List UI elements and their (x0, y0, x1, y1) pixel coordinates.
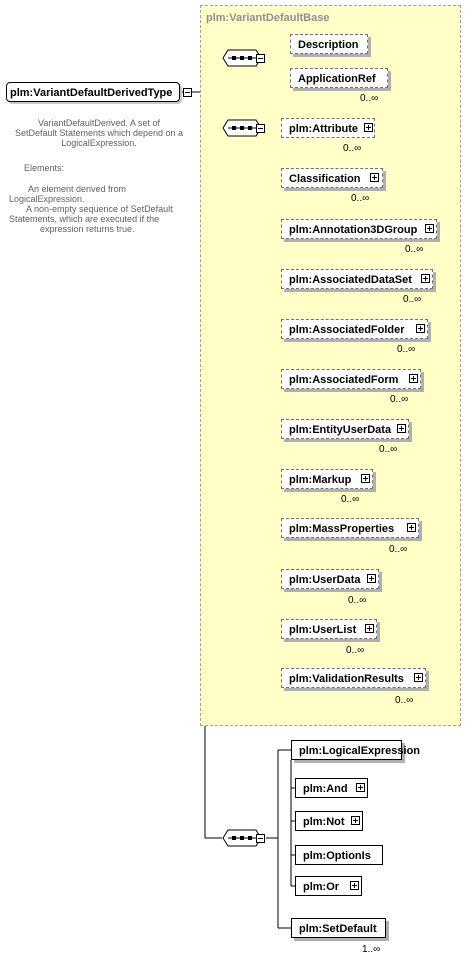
description-line: A non-empty sequence of SetDefault (26, 204, 173, 214)
cardinality: 0..∞ (360, 93, 379, 104)
description-text-1: VariantDefaultDerived. A set of SetDefau… (4, 118, 194, 148)
description-line: VariantDefaultDerived. A set of (38, 118, 160, 128)
cardinality: 0..∞ (348, 595, 367, 606)
expand-icon[interactable] (361, 474, 370, 483)
sequence-icon[interactable] (222, 119, 262, 137)
element-option-is[interactable]: plm:OptionIs (295, 845, 383, 865)
collapse-icon[interactable] (256, 124, 265, 133)
element-or[interactable]: plm:Or (295, 876, 362, 896)
description-line: LogicalExpression. (9, 194, 85, 204)
element-associated-dataset[interactable]: plm:AssociatedDataSet (281, 269, 433, 289)
sequence-icon[interactable] (222, 829, 262, 847)
element-not[interactable]: plm:Not (295, 811, 363, 831)
collapse-icon[interactable] (256, 834, 265, 843)
element-attribute[interactable]: plm:Attribute (281, 118, 375, 138)
expand-icon[interactable] (367, 574, 376, 583)
element-entity-user-data[interactable]: plm:EntityUserData (281, 419, 409, 439)
description-line: Statements, which are executed if the (9, 214, 160, 224)
cardinality: 1..∞ (362, 944, 381, 955)
description-line: LogicalExpression. (61, 138, 137, 148)
root-element[interactable]: plm:VariantDefaultDerivedType (6, 82, 180, 102)
element-validation-results[interactable]: plm:ValidationResults (281, 668, 426, 688)
expand-icon[interactable] (407, 523, 416, 532)
cardinality: 0..∞ (395, 695, 414, 706)
element-logical-expression[interactable]: plm:LogicalExpression (291, 740, 420, 760)
cardinality: 0..∞ (405, 244, 424, 255)
sequence-icon[interactable] (222, 49, 262, 67)
collapse-icon[interactable] (183, 88, 192, 97)
element-user-data[interactable]: plm:UserData (281, 569, 379, 589)
expand-icon[interactable] (370, 173, 379, 182)
cardinality: 0..∞ (390, 394, 409, 405)
base-title: plm:VariantDefaultBase (206, 12, 330, 24)
element-annotation3dgroup[interactable]: plm:Annotation3DGroup (281, 219, 437, 239)
expand-icon[interactable] (365, 624, 374, 633)
variant-default-base-group (200, 5, 461, 726)
expand-icon[interactable] (397, 424, 406, 433)
description-text-2: An element derived from LogicalExpressio… (4, 184, 194, 234)
element-user-list[interactable]: plm:UserList (281, 619, 377, 639)
expand-icon[interactable] (356, 783, 365, 792)
element-associated-form[interactable]: plm:AssociatedForm (281, 369, 421, 389)
element-set-default[interactable]: plm:SetDefault (291, 918, 386, 938)
cardinality: 0..∞ (351, 193, 370, 204)
expand-icon[interactable] (425, 224, 434, 233)
element-and[interactable]: plm:And (295, 778, 368, 798)
description-line: expression returns true. (40, 224, 135, 234)
elements-heading: Elements: (24, 163, 65, 173)
element-mass-properties[interactable]: plm:MassProperties (281, 518, 419, 538)
cardinality: 0..∞ (397, 344, 416, 355)
cardinality: 0..∞ (403, 294, 422, 305)
description-line: SetDefault Statements which depend on a (14, 128, 184, 138)
element-markup[interactable]: plm:Markup (281, 469, 373, 489)
cardinality: 0..∞ (343, 143, 362, 154)
collapse-icon[interactable] (256, 54, 265, 63)
expand-icon[interactable] (409, 374, 418, 383)
cardinality: 0..∞ (389, 544, 408, 555)
cardinality: 0..∞ (379, 444, 398, 455)
cardinality: 0..∞ (341, 494, 360, 505)
description-line: An element derived from (28, 184, 127, 194)
expand-icon[interactable] (364, 123, 373, 132)
element-classification[interactable]: Classification (281, 168, 383, 188)
element-description[interactable]: Description (290, 34, 368, 54)
element-application-ref[interactable]: ApplicationRef (290, 68, 388, 88)
element-associated-folder[interactable]: plm:AssociatedFolder (281, 319, 428, 339)
cardinality: 0..∞ (346, 645, 365, 656)
expand-icon[interactable] (350, 881, 359, 890)
expand-icon[interactable] (414, 673, 423, 682)
expand-icon[interactable] (416, 324, 425, 333)
expand-icon[interactable] (351, 816, 360, 825)
expand-icon[interactable] (421, 274, 430, 283)
